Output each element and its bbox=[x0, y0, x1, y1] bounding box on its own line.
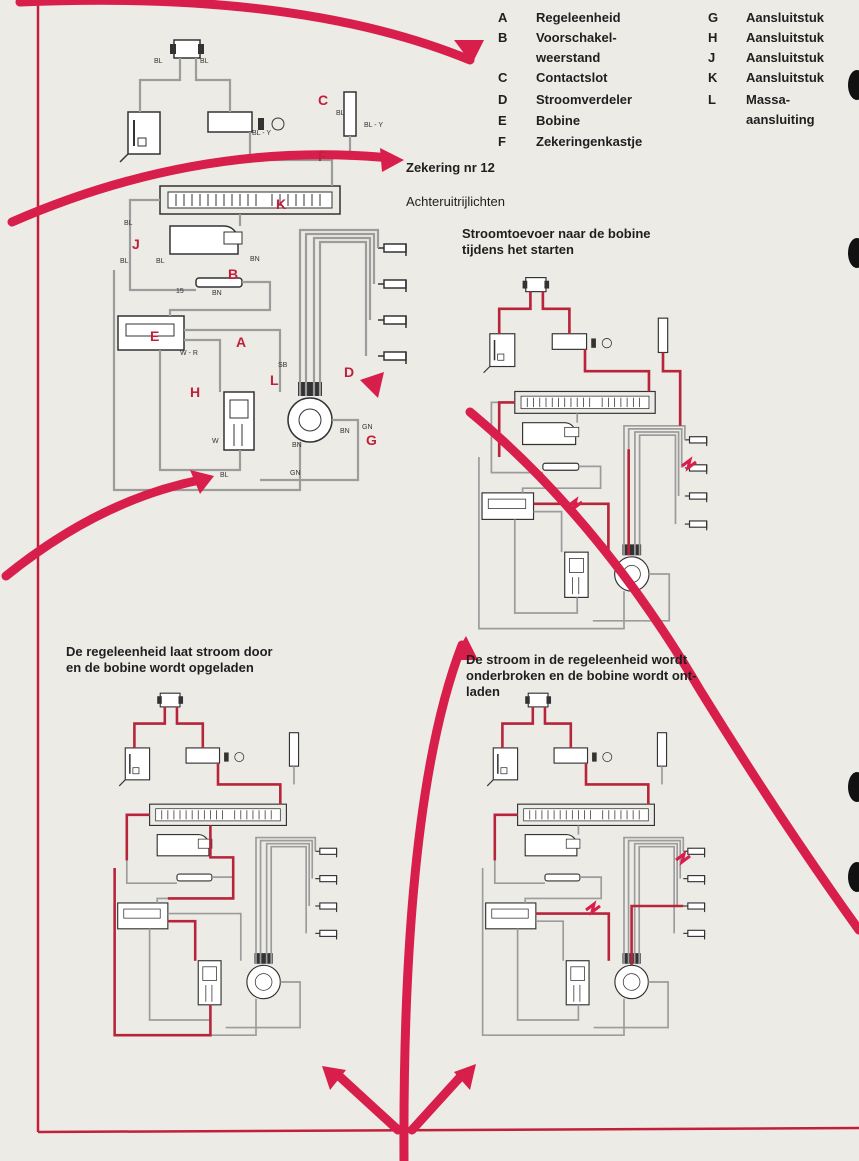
wire-code: BL - Y bbox=[252, 130, 272, 137]
wire-code: BN bbox=[212, 290, 222, 297]
legend-label: Voorschakel- bbox=[536, 30, 617, 45]
reverse-lights-annotation: Achteruitrijlichten bbox=[406, 194, 505, 209]
legend-key: L bbox=[708, 92, 716, 107]
wire-code: BL bbox=[154, 58, 163, 65]
legend-label: Stroomverdeler bbox=[536, 92, 633, 107]
wire-code: BN bbox=[292, 442, 302, 449]
legend-key: D bbox=[498, 92, 508, 107]
charging-wiring-diagram bbox=[113, 692, 338, 1037]
binder-hole bbox=[848, 862, 859, 892]
legend-label: aansluiting bbox=[746, 112, 815, 127]
legend-key: J bbox=[708, 50, 716, 65]
wire-code: GN bbox=[290, 470, 301, 477]
legend-label: Zekeringenkastje bbox=[536, 134, 643, 149]
wire-code: BN bbox=[340, 428, 350, 435]
component-label-j: J bbox=[132, 236, 140, 252]
legend-key: E bbox=[498, 113, 507, 128]
discharge-title-line3: laden bbox=[466, 684, 500, 699]
fuse-annotation: Zekering nr 12 bbox=[406, 160, 495, 175]
component-label-c: C bbox=[318, 92, 329, 108]
wire-code: W bbox=[212, 438, 219, 445]
legend-label: Aansluitstuk bbox=[746, 70, 825, 85]
wire-code: BL bbox=[124, 220, 133, 227]
wire-code: BL bbox=[200, 58, 209, 65]
legend-label: Aansluitstuk bbox=[746, 30, 825, 45]
binder-hole bbox=[848, 238, 859, 268]
wire-code: BL bbox=[336, 110, 345, 117]
legend-key: B bbox=[498, 30, 508, 45]
legend-key: F bbox=[498, 134, 506, 149]
component-label-b: B bbox=[228, 266, 239, 282]
legend-key: K bbox=[708, 70, 718, 85]
component-label-g: G bbox=[366, 432, 377, 448]
legend-label: Aansluitstuk bbox=[746, 50, 825, 65]
spark-marks bbox=[567, 456, 697, 916]
starting-title-line2: tijdens het starten bbox=[462, 242, 574, 257]
legend-label: Regeleenheid bbox=[536, 10, 621, 25]
legend-label: Bobine bbox=[536, 113, 581, 128]
wire-code: BL - Y bbox=[364, 122, 384, 129]
starting-title-line1: Stroomtoevoer naar de bobine bbox=[462, 226, 651, 241]
legend-label: Aansluitstuk bbox=[746, 10, 825, 25]
discharge-wiring-diagram bbox=[481, 692, 706, 1037]
wire-code: 15 bbox=[176, 288, 184, 295]
component-label-h: H bbox=[190, 384, 201, 400]
component-label-d: D bbox=[344, 364, 355, 380]
wire-code: GN bbox=[362, 424, 373, 431]
component-label-k: K bbox=[276, 196, 287, 212]
component-label-a: A bbox=[236, 334, 247, 350]
component-label-e: E bbox=[150, 328, 160, 344]
wire-code: W - R bbox=[180, 350, 198, 357]
legend-key: H bbox=[708, 30, 718, 45]
wire-code: BL bbox=[220, 472, 229, 479]
discharge-title-line1: De stroom in de regeleenheid wordt bbox=[466, 652, 688, 667]
legend-label: weerstand bbox=[536, 50, 601, 65]
legend-label: Massa- bbox=[746, 92, 791, 107]
binder-hole bbox=[848, 772, 859, 802]
wire-code: BL bbox=[120, 258, 129, 265]
discharge-title-line2: onderbroken en de bobine wordt ont- bbox=[466, 668, 697, 683]
main-wiring-diagram bbox=[112, 38, 408, 492]
wire-code: BL bbox=[156, 258, 165, 265]
binder-hole bbox=[848, 70, 859, 100]
wire-code: SB bbox=[278, 362, 288, 369]
legend-label: Contactslot bbox=[536, 70, 608, 85]
charging-title-line2: en de bobine wordt opgeladen bbox=[66, 660, 254, 675]
starting-wiring-diagram bbox=[478, 276, 708, 630]
legend-key: G bbox=[708, 10, 719, 25]
component-label-l: L bbox=[270, 372, 279, 388]
charging-title-line1: De regeleenheid laat stroom door bbox=[66, 644, 273, 659]
component-label-f: F bbox=[318, 148, 327, 164]
legend-key: C bbox=[498, 70, 508, 85]
arrowheads bbox=[190, 40, 484, 1090]
legend-key: A bbox=[498, 10, 508, 25]
wire-code: BN bbox=[250, 256, 260, 263]
